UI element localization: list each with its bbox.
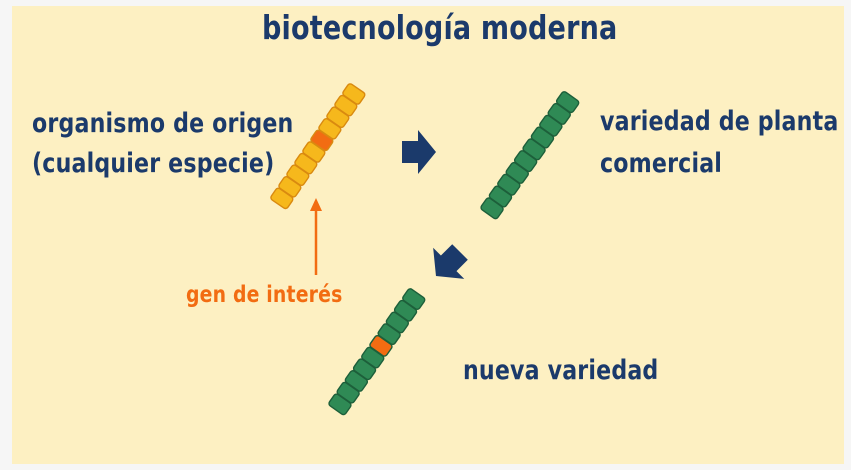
diagram-panel [12, 6, 844, 464]
diagram-title: biotecnología moderna [262, 8, 618, 47]
dna-segment [555, 91, 580, 114]
new-variety-dna-strand [328, 288, 426, 416]
dna-segment [402, 288, 426, 310]
arrow-right-icon [402, 130, 436, 174]
origin-organism-label-line2: (cualquier especie) [32, 148, 275, 179]
dna-segment [342, 83, 366, 105]
gene-of-interest-label: gen de interés [186, 282, 343, 308]
new-variety-label: nueva variedad [463, 355, 659, 386]
commercial-variety-label-line2: comercial [600, 148, 723, 179]
plant-dna-strand [480, 91, 580, 220]
commercial-variety-label-line1: variedad de planta [600, 106, 839, 137]
arrow-down-left-icon [433, 244, 468, 279]
pointer-arrow-icon [310, 198, 322, 275]
origin-organism-label-line1: organismo de origen [32, 108, 294, 139]
origin-dna-strand [270, 83, 366, 210]
